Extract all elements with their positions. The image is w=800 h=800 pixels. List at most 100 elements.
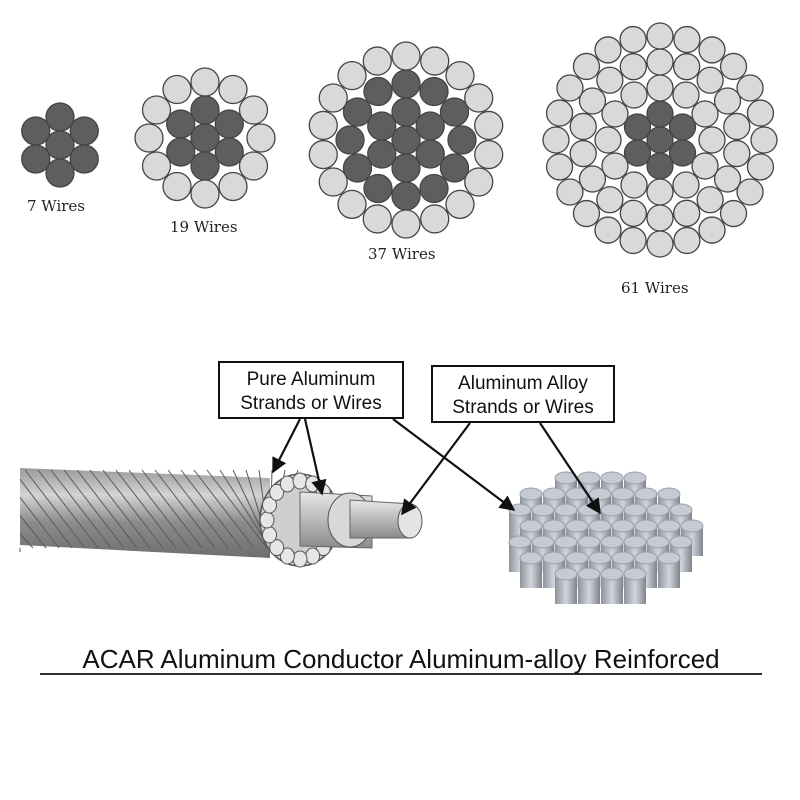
cylinder-body xyxy=(555,574,577,604)
wire-circle xyxy=(439,97,470,127)
wire-circle xyxy=(308,139,338,170)
wire-circle xyxy=(415,111,445,141)
wire-circle xyxy=(646,178,674,206)
cylinder-top xyxy=(657,551,681,565)
wire-circle xyxy=(342,97,373,127)
wire-circle xyxy=(578,87,607,115)
wire-circle xyxy=(391,181,421,211)
cylinder-top xyxy=(600,503,624,517)
wire-circle xyxy=(736,74,764,102)
wire-circle xyxy=(668,113,697,141)
wire-end xyxy=(262,496,278,514)
wire-circle xyxy=(673,53,701,81)
wire-circle xyxy=(578,165,607,193)
cylinder-body xyxy=(520,558,542,588)
wire-circle xyxy=(594,126,622,154)
wire-circle xyxy=(619,53,647,81)
wire-circle xyxy=(601,152,629,180)
strand-line xyxy=(76,469,138,549)
wire-circle xyxy=(318,83,348,113)
wire-circle xyxy=(691,152,719,180)
wire-end xyxy=(279,475,295,493)
wire-circle xyxy=(337,61,367,91)
wire-circle xyxy=(190,67,220,97)
wire-circle xyxy=(698,126,726,154)
cross-section-7-wires xyxy=(21,102,99,188)
wire-circle xyxy=(623,139,652,167)
cylinder-top xyxy=(577,535,601,549)
wire-circle xyxy=(545,99,574,127)
wire-circle xyxy=(464,83,494,113)
wire-circle xyxy=(672,81,700,109)
wire-circle xyxy=(162,171,192,202)
cylinder-body xyxy=(658,558,680,588)
wire-circle xyxy=(190,151,220,181)
wire-circle xyxy=(218,171,248,202)
wire-circle xyxy=(166,137,196,167)
strand-line xyxy=(102,469,164,549)
wire-circle xyxy=(391,97,421,127)
wire-circle xyxy=(464,167,494,197)
label-37-wires: 37 Wires xyxy=(368,245,436,263)
strand-line xyxy=(167,469,229,549)
wire-circle xyxy=(696,186,724,214)
cylinder-top xyxy=(554,567,578,581)
wire-circle xyxy=(45,130,75,160)
strand-line xyxy=(115,469,177,549)
wire-end xyxy=(279,547,295,565)
wire-circle xyxy=(646,152,674,180)
cylinder-top xyxy=(646,503,670,517)
strand-bundle-illustration xyxy=(508,471,704,604)
wire-circle xyxy=(318,167,348,197)
wire-circle xyxy=(646,230,674,258)
wire-end xyxy=(269,483,285,501)
arrow-alloy-to-bundle xyxy=(539,422,601,515)
strand-line xyxy=(24,469,86,549)
cylinder-top xyxy=(657,519,681,533)
wire-circle xyxy=(420,204,450,234)
wire-circle xyxy=(691,100,719,128)
cylinder-body xyxy=(578,574,600,604)
strand-line xyxy=(19,497,60,549)
cylinder-top xyxy=(657,487,681,501)
cylinder-top xyxy=(680,519,704,533)
wire-circle xyxy=(572,52,601,81)
callout-arrows xyxy=(272,418,601,516)
cable-outer-body xyxy=(20,468,270,558)
cylinder-top xyxy=(542,487,566,501)
wire-circle xyxy=(750,126,778,154)
wire-circle xyxy=(162,74,192,105)
wire-circle xyxy=(362,204,392,234)
cable-illustration xyxy=(19,468,423,568)
wire-circle xyxy=(474,139,504,170)
wire-circle xyxy=(214,137,244,167)
wire-circle xyxy=(363,76,393,107)
cylinder-top xyxy=(611,487,635,501)
wire-circle xyxy=(391,41,421,71)
wire-circle xyxy=(619,199,647,227)
strand-line xyxy=(89,469,151,549)
cylinder-top xyxy=(623,567,647,581)
callout-pure-aluminum: Pure Aluminum Strands or Wires xyxy=(218,361,404,419)
wire-end xyxy=(259,511,275,529)
core-face xyxy=(397,503,423,539)
wire-circle xyxy=(646,48,674,76)
cylinder-top xyxy=(669,535,693,549)
wire-circle xyxy=(620,81,648,109)
cylinder-top xyxy=(577,567,601,581)
label-19-wires: 19 Wires xyxy=(170,218,238,236)
strand-line xyxy=(141,469,203,549)
wire-circle xyxy=(569,139,597,168)
arrow-alloy-to-core xyxy=(401,422,471,516)
cylinder-top xyxy=(623,535,647,549)
label-61-wires: 61 Wires xyxy=(621,279,689,297)
cylinder-top xyxy=(646,535,670,549)
wire-circle xyxy=(672,171,700,199)
wire-circle xyxy=(623,113,652,141)
wire-circle xyxy=(391,153,421,183)
wire-circle xyxy=(646,22,674,50)
arrow-pure-to-middle xyxy=(303,418,327,496)
wire-circle xyxy=(21,116,51,146)
wire-circle xyxy=(646,100,674,128)
wire-circle xyxy=(367,111,397,141)
